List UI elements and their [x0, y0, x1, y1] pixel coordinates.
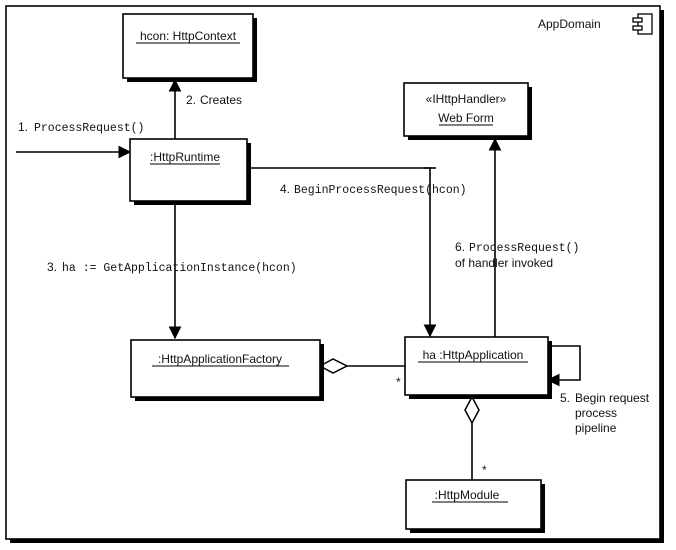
- object-http-context: hcon: HttpContext: [122, 13, 257, 82]
- msg5-line2: process: [575, 406, 617, 420]
- msg6-label: ProcessRequest(): [469, 242, 579, 255]
- object-http-module: :HttpModule: [405, 479, 545, 533]
- http-application-factory-label: :HttpApplicationFactory: [158, 352, 282, 366]
- appdomain-frame: [5, 5, 661, 540]
- msg5-line1: Begin request: [575, 391, 650, 405]
- msg5-line3: pipeline: [575, 421, 617, 435]
- object-web-form: «IHttpHandler» Web Form: [403, 82, 532, 140]
- msg6-number: 6.: [455, 240, 465, 254]
- component-icon: [632, 13, 653, 35]
- http-module-label: :HttpModule: [435, 488, 500, 502]
- msg5-self-loop: [546, 345, 581, 387]
- aggregation-diamond-factory: [318, 358, 349, 374]
- web-form-label: Web Form: [438, 111, 494, 125]
- object-http-application: ha :HttpApplication: [404, 336, 552, 399]
- object-http-application-factory: :HttpApplicationFactory: [130, 339, 324, 401]
- msg6-label-line2: of handler invoked: [455, 256, 553, 270]
- msg4-label: BeginProcessRequest(hcon): [294, 184, 467, 197]
- msg1-number: 1.: [18, 120, 28, 134]
- web-form-stereotype: «IHttpHandler»: [426, 92, 507, 106]
- msg5-number: 5.: [560, 391, 570, 405]
- msg1-label: ProcessRequest(): [34, 122, 144, 135]
- msg2-label: Creates: [200, 93, 242, 107]
- msg2-number: 2.: [186, 93, 196, 107]
- appdomain-title: AppDomain: [538, 17, 601, 31]
- multiplicity-factory-app: *: [396, 375, 401, 389]
- http-application-label: ha :HttpApplication: [423, 348, 524, 362]
- http-context-label: hcon: HttpContext: [140, 29, 237, 43]
- msg4-number: 4.: [280, 182, 290, 196]
- aggregation-diamond-app: [464, 395, 480, 425]
- msg3-number: 3.: [47, 260, 57, 274]
- multiplicity-app-module: *: [482, 463, 487, 477]
- object-http-runtime: :HttpRuntime: [129, 138, 251, 205]
- msg3-label: ha := GetApplicationInstance(hcon): [62, 262, 297, 275]
- http-runtime-label: :HttpRuntime: [150, 150, 220, 164]
